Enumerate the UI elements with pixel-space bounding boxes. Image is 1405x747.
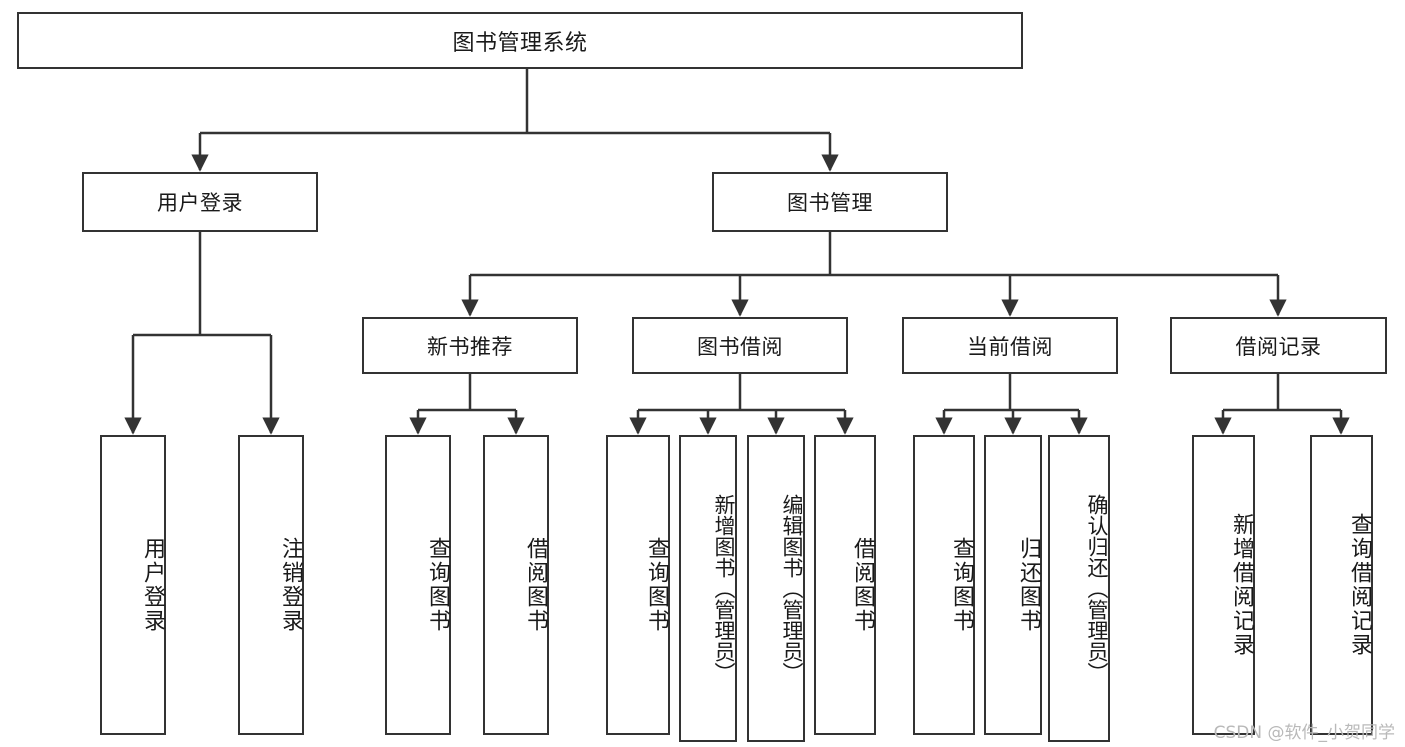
node-label: 新书推荐 — [427, 334, 513, 359]
node-label: 用户登录 — [140, 537, 165, 633]
leaf-return-book[interactable]: 归还图书 — [984, 435, 1042, 735]
node-label: 图书借阅 — [697, 334, 783, 359]
node-label: 查询图书 — [949, 537, 974, 633]
watermark-text: CSDN @软件_小贺同学 — [1213, 723, 1395, 743]
node-label: 确认归还（管理员） — [1085, 494, 1109, 683]
node-label: 查询借阅记录 — [1347, 513, 1372, 657]
node-label: 编辑图书（管理员） — [780, 494, 804, 683]
leaf-query-book-current[interactable]: 查询图书 — [913, 435, 975, 735]
node-label: 新增借阅记录 — [1229, 513, 1254, 657]
node-borrow-record[interactable]: 借阅记录 — [1170, 317, 1387, 374]
node-label: 查询图书 — [644, 537, 669, 633]
node-new-book-recommend[interactable]: 新书推荐 — [362, 317, 578, 374]
node-label: 图书管理 — [787, 191, 873, 215]
node-label: 借阅图书 — [850, 537, 875, 633]
node-label: 归还图书 — [1016, 537, 1041, 633]
node-label: 查询图书 — [425, 537, 450, 633]
leaf-edit-book-admin[interactable]: 编辑图书（管理员） — [747, 435, 805, 742]
node-root-system[interactable]: 图书管理系统 — [17, 12, 1023, 69]
node-user-login[interactable]: 用户登录 — [82, 172, 318, 232]
node-label: 借阅图书 — [523, 537, 548, 633]
leaf-add-book-admin[interactable]: 新增图书（管理员） — [679, 435, 737, 742]
node-label: 新增图书（管理员） — [712, 494, 736, 683]
node-book-management[interactable]: 图书管理 — [712, 172, 948, 232]
leaf-query-borrow-record[interactable]: 查询借阅记录 — [1310, 435, 1373, 735]
node-label: 用户登录 — [157, 191, 243, 215]
node-label: 注销登录 — [278, 537, 303, 633]
node-current-borrow[interactable]: 当前借阅 — [902, 317, 1118, 374]
node-book-borrow[interactable]: 图书借阅 — [632, 317, 848, 374]
leaf-confirm-return-admin[interactable]: 确认归还（管理员） — [1048, 435, 1110, 742]
leaf-add-borrow-record[interactable]: 新增借阅记录 — [1192, 435, 1255, 735]
leaf-query-book-borrow[interactable]: 查询图书 — [606, 435, 670, 735]
node-label: 图书管理系统 — [452, 30, 588, 56]
node-label: 借阅记录 — [1235, 334, 1322, 359]
leaf-borrow-book-recommend[interactable]: 借阅图书 — [483, 435, 549, 735]
leaf-user-login[interactable]: 用户登录 — [100, 435, 166, 735]
leaf-lend-book-borrow[interactable]: 借阅图书 — [814, 435, 876, 735]
node-label: 当前借阅 — [967, 334, 1053, 359]
leaf-user-logout[interactable]: 注销登录 — [238, 435, 304, 735]
leaf-query-book-recommend[interactable]: 查询图书 — [385, 435, 451, 735]
